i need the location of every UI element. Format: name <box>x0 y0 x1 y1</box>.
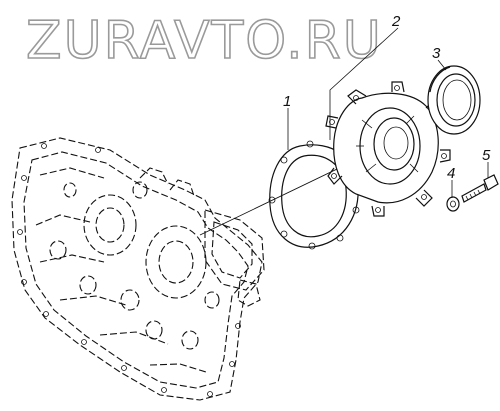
bolt-part-5 <box>461 174 499 203</box>
callout-1: 1 <box>283 93 291 110</box>
callout-2: 2 <box>391 13 401 30</box>
housing-bolt-holes <box>17 143 241 397</box>
callout-4: 4 <box>447 165 455 182</box>
gearbox-housing <box>11 137 265 401</box>
washer-part-4 <box>446 196 460 212</box>
callout-3: 3 <box>432 45 441 62</box>
seal-part-3 <box>427 65 481 135</box>
callout-5: 5 <box>482 147 491 164</box>
watermark-text: ZURAVTO.RU <box>26 11 383 71</box>
callout-leaders <box>287 27 489 198</box>
